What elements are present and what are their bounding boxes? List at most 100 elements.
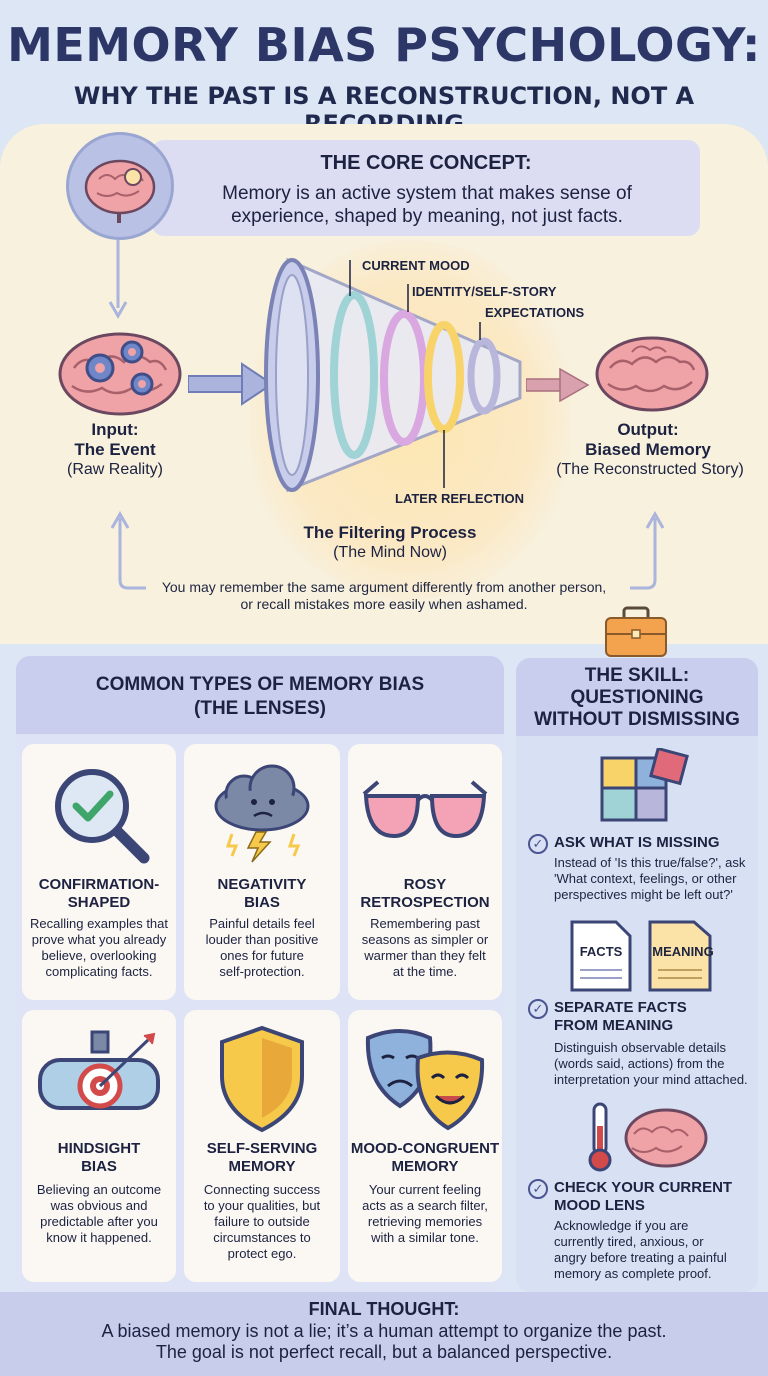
card-text-line: acts as a search filter, — [362, 1198, 488, 1213]
core-concept-box — [152, 140, 700, 236]
card-title-line-2: MEMORY — [228, 1158, 296, 1175]
puzzle-icon — [600, 748, 689, 822]
skill-item-text: Acknowledge if you are currently tired, … — [554, 1218, 758, 1282]
card-text-line: with a similar tone. — [371, 1230, 479, 1245]
skill-text-line: interpretation your mind attached. — [554, 1072, 748, 1087]
example-line-2: or recall mistakes more easily when asha… — [240, 596, 528, 612]
core-concept-text: Memory is an active system that makes se… — [222, 183, 632, 227]
memory-bias-types-title: COMMON TYPES OF MEMORY BIAS (THE LENSES) — [16, 673, 504, 721]
loop-connector — [110, 510, 665, 590]
skill-text-line: currently tired, anxious, or — [554, 1234, 704, 1249]
card-title-line-2: MEMORY — [391, 1158, 459, 1175]
card-text-line: seasons as simpler or — [361, 932, 489, 947]
process-sub: (The Mind Now) — [333, 544, 447, 561]
brain-circle-badge — [66, 132, 174, 240]
skill-title-line-1: THE SKILL: — [584, 665, 690, 686]
thinking-brain-icon — [84, 159, 156, 223]
card-title-line-2: SHAPED — [67, 894, 131, 911]
card-title-line-2: BIAS — [81, 1158, 117, 1175]
input-arrow — [188, 362, 274, 406]
bias-card-hindsight: HINDSIGHT BIAS Believing an outcome was … — [22, 1010, 176, 1282]
card-text-line: prove what you already — [31, 932, 167, 947]
final-thought-text: A biased memory is not a lie; it’s a hum… — [20, 1321, 748, 1363]
card-text-line: Your current feeling — [368, 1182, 482, 1197]
bias-card-mood-congruent: MOOD-CONGRUENT MEMORY Your current feeli… — [348, 1010, 502, 1282]
rearview-mirror-target-icon — [38, 1030, 160, 1110]
card-text-line: complicating facts. — [45, 964, 153, 979]
check-icon: ✓ — [528, 834, 548, 854]
skill-title: THE SKILL: QUESTIONING WITHOUT DISMISSIN… — [516, 665, 758, 731]
skill-text-line: Distinguish observable details — [554, 1040, 726, 1055]
skill-text-line: perspectives might be left out?' — [554, 887, 733, 902]
facts-meaning-docs-icon — [570, 920, 712, 992]
skill-title-line-3: WITHOUT DISMISSING — [534, 709, 740, 730]
card-text-line: warmer than they felt — [364, 948, 486, 963]
meaning-doc-label: MEANING — [652, 944, 714, 959]
card-text-line: ones for future — [220, 948, 304, 963]
card-text-line: was obvious and — [50, 1198, 148, 1213]
theater-masks-icon — [365, 1029, 485, 1131]
card-title-line-1: HINDSIGHT — [57, 1140, 141, 1157]
card-text-line: Recalling examples that — [29, 916, 169, 931]
card-title-line-1: ROSY — [403, 876, 447, 893]
skill-text-line: Instead of 'Is this true/false?', ask — [554, 855, 746, 870]
card-text-line: believe, overlooking — [41, 948, 157, 963]
input-name: The Event — [74, 440, 156, 459]
lens-current-mood — [330, 291, 378, 459]
card-title-line-2: RETROSPECTION — [360, 894, 490, 911]
memory-bias-types-header — [16, 656, 504, 734]
skill-item-text: Instead of 'Is this true/false?', ask 'W… — [554, 855, 754, 903]
process-name: The Filtering Process — [303, 523, 477, 542]
filter-label-identity: IDENTITY/SELF-STORY — [412, 284, 557, 299]
output-name: Biased Memory — [585, 440, 711, 459]
card-text-line: protect ego. — [227, 1246, 297, 1261]
example-line-1: You may remember the same argument diffe… — [161, 579, 607, 595]
skill-item-text: Distinguish observable details (words sa… — [554, 1040, 758, 1088]
storm-cloud-icon — [214, 764, 310, 863]
check-icon: ✓ — [528, 1179, 548, 1199]
skill-heading-line: MOOD LENS — [554, 1197, 645, 1214]
card-title-line-1: MOOD-CONGRUENT — [350, 1140, 500, 1157]
types-title-line-1: COMMON TYPES OF MEMORY BIAS — [95, 674, 425, 695]
bias-card-self-serving: SELF-SERVING MEMORY Connecting success t… — [184, 1010, 340, 1282]
card-text-line: louder than positive — [205, 932, 319, 947]
skill-text-line: Acknowledge if you are — [554, 1218, 689, 1233]
skill-text-line: memory as complete proof. — [554, 1266, 712, 1281]
skill-item-heading: SEPARATE FACTS FROM MEANING — [554, 999, 687, 1035]
down-connector-arrow — [108, 240, 128, 320]
card-title-line-1: NEGATIVITY — [217, 876, 307, 893]
types-title-line-2: (THE LENSES) — [194, 698, 326, 719]
rose-glasses-icon — [362, 780, 488, 839]
filter-funnel — [264, 257, 522, 493]
core-concept-heading: THE CORE CONCEPT: — [320, 152, 532, 174]
card-text-line: failure to outside — [214, 1214, 310, 1229]
skill-heading-line: CHECK YOUR CURRENT — [554, 1179, 733, 1196]
lens-later-reflection — [467, 337, 501, 415]
card-text-line: Believing an outcome — [36, 1182, 162, 1197]
card-text-line: predictable after you — [40, 1214, 158, 1229]
card-text-line: at the time. — [392, 964, 458, 979]
skill-heading-line: SEPARATE FACTS — [554, 999, 687, 1016]
bias-card-rosy-retrospection: ROSY RETROSPECTION Remembering past seas… — [348, 744, 502, 1000]
lens-expectations — [424, 321, 464, 433]
final-thought-band — [0, 1292, 768, 1376]
skill-heading-line: FROM MEANING — [554, 1017, 674, 1034]
skill-text-line: 'What context, feelings, or other — [554, 871, 737, 886]
output-brain-icon — [595, 336, 709, 412]
skill-title-line-2: QUESTIONING — [570, 687, 704, 708]
card-text-line: circumstances to — [213, 1230, 311, 1245]
final-thought-title: FINAL THOUGHT: — [308, 1299, 460, 1319]
card-text-line: know it happened. — [46, 1230, 152, 1245]
shield-icon — [220, 1025, 304, 1133]
magnifier-check-icon — [55, 769, 150, 864]
card-text-line: self-protection. — [219, 964, 305, 979]
skill-item-heading: CHECK YOUR CURRENT MOOD LENS — [554, 1179, 732, 1215]
skill-item-heading: ASK WHAT IS MISSING — [554, 834, 720, 851]
card-title-line-1: SELF-SERVING — [206, 1140, 318, 1157]
card-text-line: Painful details feel — [209, 916, 315, 931]
skill-text-line: angry before treating a painful — [554, 1250, 727, 1265]
final-line-1: A biased memory is not a lie; it’s a hum… — [101, 1321, 667, 1341]
page-title: MEMORY BIAS PSYCHOLOGY: — [7, 18, 761, 72]
lens-identity — [380, 310, 428, 446]
filter-label-current-mood: CURRENT MOOD — [362, 258, 470, 273]
